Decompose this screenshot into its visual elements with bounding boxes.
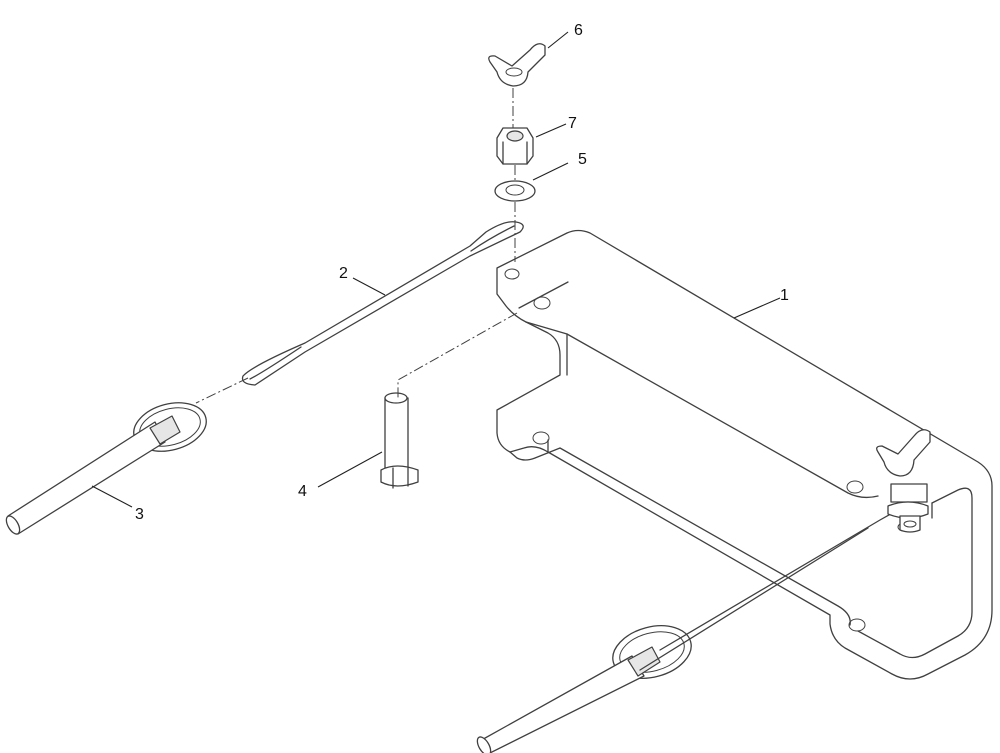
hitch-pin-lower bbox=[476, 502, 911, 753]
washer-part-5 bbox=[494, 180, 536, 202]
callout-7: 7 bbox=[568, 115, 577, 132]
bolt-part-4 bbox=[380, 392, 419, 489]
callout-2: 2 bbox=[339, 265, 348, 282]
lock-nut-part-7 bbox=[496, 127, 534, 165]
wing-nut-part-6 bbox=[488, 43, 546, 87]
assembly-center-lines bbox=[195, 88, 518, 404]
callout-6: 6 bbox=[574, 22, 583, 39]
lanyard-cable-part-2 bbox=[241, 221, 524, 386]
bracket-part-1 bbox=[496, 229, 993, 680]
callout-3: 3 bbox=[135, 506, 144, 523]
leader-lines bbox=[91, 31, 781, 508]
assembled-hardware bbox=[876, 429, 931, 533]
callout-labels: 1 2 3 4 5 6 7 bbox=[135, 22, 789, 523]
callout-5: 5 bbox=[578, 151, 587, 168]
callout-4: 4 bbox=[298, 483, 307, 500]
hitch-pin-part-3 bbox=[5, 402, 207, 535]
callout-1: 1 bbox=[780, 287, 789, 304]
